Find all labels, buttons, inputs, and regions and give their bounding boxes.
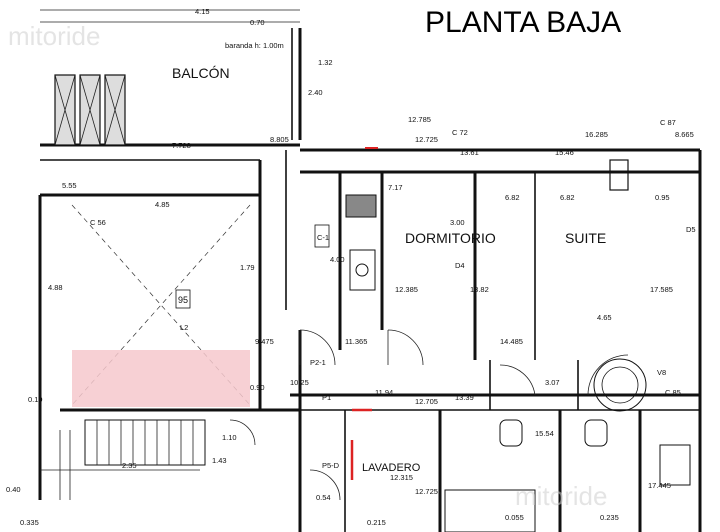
- dimension-label: 1.43: [212, 456, 227, 465]
- dimension-label: 1.10: [222, 433, 237, 442]
- red-marks: [350, 147, 378, 480]
- dimension-label: 4.85: [155, 200, 170, 209]
- room-label-lavadero: LAVADERO: [362, 462, 421, 474]
- watermark-top: mitoride: [8, 21, 100, 51]
- dimension-label: 1.32: [318, 58, 333, 67]
- dimension-label: 2.40: [308, 88, 323, 97]
- dimension-label: 6.82: [560, 193, 575, 202]
- staircase: [40, 419, 206, 500]
- dimension-label: 0.95: [655, 193, 670, 202]
- plan-title: PLANTA BAJA: [425, 6, 621, 39]
- room-label-dormitorio: DORMITORIO: [405, 230, 496, 246]
- structural-columns: [54, 74, 629, 218]
- dimension-label: 0.215: [367, 518, 386, 527]
- dimension-label: 16.285: [585, 130, 608, 139]
- dimension-label: 12.385: [395, 285, 418, 294]
- dimension-label: 17.445: [648, 481, 671, 490]
- dimension-label: 6.82: [505, 193, 520, 202]
- bathroom-fixtures: [349, 249, 691, 532]
- dimension-label: 0.70: [250, 18, 265, 27]
- dimension-label: 2.35: [122, 461, 137, 470]
- walls: [38, 9, 702, 532]
- dimension-label: 15.54: [535, 429, 554, 438]
- dimension-label: 12.725: [415, 487, 438, 496]
- tag-label: C 87: [660, 118, 676, 127]
- dimension-label: 8.665: [675, 130, 694, 139]
- dimension-annotations: 4.15 0.70 baranda h: 1.00m 1.32 2.40 7.7…: [6, 7, 694, 527]
- dimension-label: 4.15: [195, 7, 210, 16]
- dimension-label: 12.725: [415, 135, 438, 144]
- dimension-label: 9.475: [255, 337, 274, 346]
- dimension-label: 14.485: [500, 337, 523, 346]
- dimension-label: 12.705: [415, 397, 438, 406]
- room-label-suite: SUITE: [565, 230, 606, 246]
- room-label-balcon: BALCÓN: [172, 65, 230, 81]
- watermark-bottom: mitoride: [515, 481, 607, 511]
- dimension-label: 0.055: [505, 513, 524, 522]
- dimension-label: 5.55: [62, 181, 77, 190]
- tag-label: C 56: [90, 218, 106, 227]
- dimension-label: 0.235: [600, 513, 619, 522]
- tag-label: L2: [180, 323, 188, 332]
- living-void: [71, 204, 251, 407]
- dimension-label: 0.335: [20, 518, 39, 527]
- dimension-label: 11.94: [375, 388, 393, 397]
- dimension-label: 13.82: [470, 285, 489, 294]
- dimension-label: 4.00: [330, 255, 345, 264]
- dimension-label: 0.19: [28, 395, 43, 404]
- dimension-label: 3.00: [450, 218, 465, 227]
- dimension-label: 10.25: [290, 378, 309, 387]
- dimension-label: 1.79: [240, 263, 255, 272]
- tag-label: P2-1: [310, 358, 326, 367]
- tag-label: 95: [178, 295, 188, 305]
- tag-label: C 85: [665, 388, 681, 397]
- dimension-label: 12.785: [408, 115, 431, 124]
- dimension-label: 13.39: [455, 393, 474, 402]
- dimension-label: 7.728: [172, 141, 191, 150]
- dimension-label: 3.07: [545, 378, 560, 387]
- dimension-label: 4.88: [48, 283, 63, 292]
- element-tags: C 56 95 C-1 P2-1 P1 D4 D5 V8 C 72 C 87 C…: [90, 118, 696, 470]
- dimension-label: 17.585: [650, 285, 673, 294]
- dimension-label: 7.17: [388, 183, 403, 192]
- dimension-label: 11.365: [345, 337, 367, 346]
- tag-label: C 72: [452, 128, 468, 137]
- dimension-label: 8.805: [270, 135, 289, 144]
- tag-label: V8: [657, 368, 666, 377]
- tag-label: D5: [686, 225, 696, 234]
- dimension-label: baranda h: 1.00m: [225, 41, 284, 50]
- dimension-label: 13.61: [460, 148, 479, 157]
- tag-label: C-1: [317, 233, 329, 242]
- tag-label: P1: [322, 393, 331, 402]
- dimension-label: 4.65: [597, 313, 612, 322]
- dimension-label: 0.54: [316, 493, 331, 502]
- dimension-label: 0.90: [250, 383, 265, 392]
- dimension-label: 15.46: [555, 148, 574, 157]
- dimension-label: 0.40: [6, 485, 21, 494]
- dimension-label: 12.315: [390, 473, 413, 482]
- tag-label: P5-D: [322, 461, 340, 470]
- tag-label: D4: [455, 261, 465, 270]
- door-swings: [229, 329, 629, 501]
